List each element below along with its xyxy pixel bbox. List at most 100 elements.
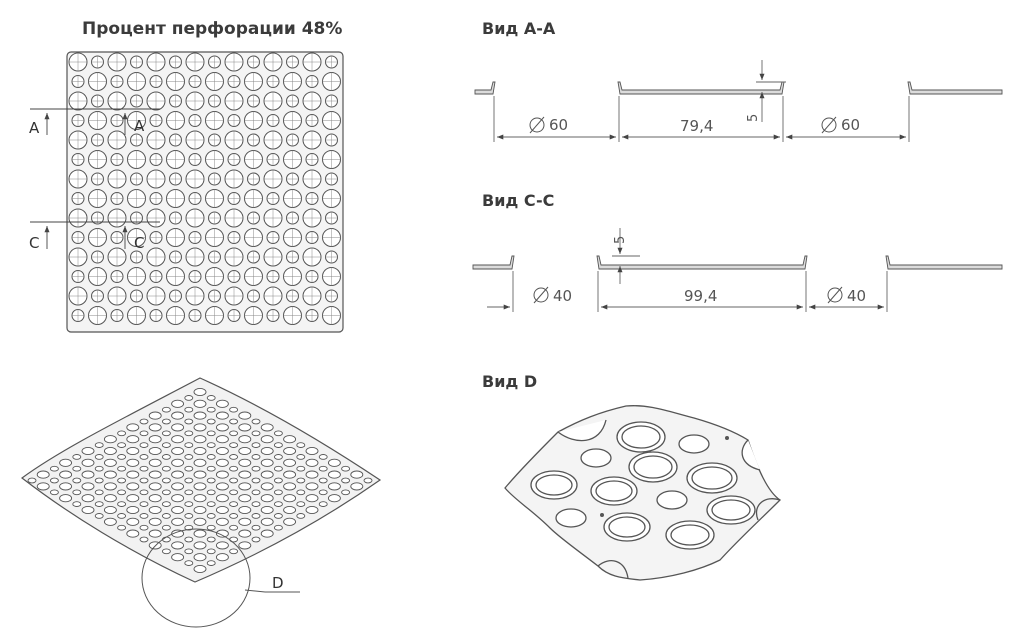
iso-hole <box>193 470 207 479</box>
hole-centerline <box>205 72 224 91</box>
hole-centerline <box>303 92 321 110</box>
hole-centerline <box>267 192 279 205</box>
iso-hole <box>117 489 127 496</box>
iso-hole <box>260 446 274 456</box>
hole-centerline <box>264 92 282 110</box>
hole-centerline <box>169 173 182 185</box>
hole-centerline <box>111 114 123 127</box>
hole-centerline <box>189 309 201 322</box>
iso-hole <box>161 501 171 507</box>
hole-centerline <box>111 75 123 88</box>
iso-hole <box>184 477 194 484</box>
hole-centerline <box>208 290 221 302</box>
iso-hole <box>283 458 297 467</box>
iso-hole <box>215 423 229 432</box>
iso-hole <box>327 470 341 479</box>
iso-hole <box>148 505 162 515</box>
iso-hole <box>251 465 261 472</box>
hole-centerline <box>286 212 299 224</box>
iso-hole <box>238 423 252 432</box>
iso-hole <box>260 517 274 526</box>
hole-centerline <box>322 189 341 208</box>
iso-hole <box>327 482 341 491</box>
hole-centerline <box>169 290 182 302</box>
hole-centerline <box>225 53 243 71</box>
iso-hole <box>260 470 274 479</box>
hole-centerline <box>127 267 146 286</box>
iso-hole <box>229 524 239 531</box>
iso-hole <box>72 465 82 472</box>
hole-centerline <box>111 231 123 244</box>
iso-hole <box>318 465 328 472</box>
hole-centerline <box>88 189 107 208</box>
iso-hole <box>251 477 261 484</box>
iso-hole <box>350 470 364 479</box>
hole-centerline <box>88 228 107 247</box>
iso-hole <box>251 442 261 448</box>
iso-hole <box>251 418 261 425</box>
hole-centerline <box>150 231 162 244</box>
iso-hole <box>215 470 229 479</box>
iso-hole <box>171 470 185 479</box>
view-aa-profile <box>474 81 1003 95</box>
view-cc-title: Вид C-C <box>482 191 554 210</box>
iso-hole <box>184 501 194 507</box>
iso-hole <box>171 482 185 491</box>
hole-centerline <box>166 306 185 325</box>
iso-hole <box>161 548 171 555</box>
iso-hole <box>206 442 216 448</box>
hole-centerline <box>225 92 243 110</box>
iso-hole <box>184 406 194 413</box>
hole-centerline <box>69 287 87 305</box>
iso-hole <box>283 435 297 444</box>
iso-hole <box>206 501 216 507</box>
iso-hole <box>206 560 216 566</box>
iso-hole <box>215 553 229 562</box>
iso-hole <box>117 430 127 437</box>
hole-centerline <box>189 114 201 127</box>
hole-centerline <box>228 192 240 205</box>
iso-hole <box>139 418 149 425</box>
iso-hole <box>161 477 171 484</box>
iso-hole <box>229 513 239 519</box>
iso-hole <box>193 505 207 515</box>
iso-hole <box>148 435 162 444</box>
iso-hole <box>72 489 82 496</box>
iso-hole <box>126 458 140 467</box>
hole-centerline <box>322 111 341 130</box>
iso-hole <box>273 465 283 472</box>
hole-centerline <box>91 56 104 68</box>
hole-centerline <box>264 287 282 305</box>
iso-hole <box>59 458 73 467</box>
iso-hole <box>81 458 95 467</box>
iso-hole <box>139 430 149 437</box>
hole-centerline <box>91 251 104 263</box>
iso-hole <box>148 529 162 538</box>
hole-centerline <box>244 228 263 247</box>
view-cc-hole-left: 40 <box>553 287 572 305</box>
hole-centerline <box>130 56 143 68</box>
hole-centerline <box>150 114 162 127</box>
iso-hole <box>103 470 117 479</box>
hole-centerline <box>244 306 263 325</box>
hole-centerline <box>247 134 260 146</box>
view-d-title: Вид D <box>482 372 537 391</box>
iso-hole <box>94 501 104 507</box>
hole-centerline <box>306 75 318 88</box>
hole-centerline <box>244 111 263 130</box>
iso-hole <box>273 513 283 519</box>
hole-centerline <box>88 267 107 286</box>
iso-hole <box>161 418 171 425</box>
iso-hole <box>103 458 117 467</box>
hole-centerline <box>127 306 146 325</box>
iso-hole <box>193 458 207 467</box>
iso-hole <box>238 494 252 503</box>
iso-hole <box>260 482 274 491</box>
iso-hole <box>260 423 274 432</box>
hole-centerline <box>186 287 204 305</box>
hole-centerline <box>130 251 143 263</box>
plan-view <box>66 51 344 333</box>
iso-hole <box>229 430 239 437</box>
iso-hole <box>238 446 252 456</box>
view-aa-title: Вид A-A <box>482 19 556 38</box>
